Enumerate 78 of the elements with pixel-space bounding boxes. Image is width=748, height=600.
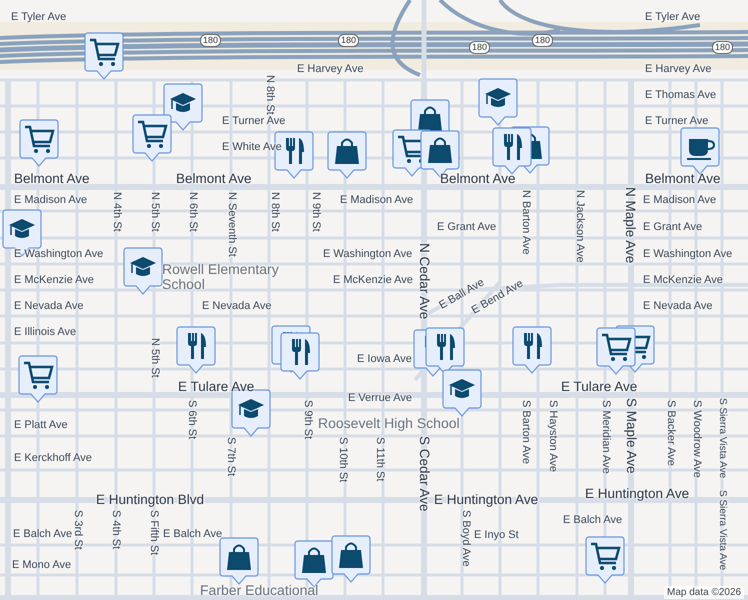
street-label: E Washington Ave bbox=[323, 248, 412, 261]
street-label: Belmont Ave bbox=[645, 171, 721, 186]
street-label: E McKenzie Ave bbox=[643, 274, 723, 287]
street-label: E Huntington Ave bbox=[434, 492, 538, 507]
street-label: S Backer Ave bbox=[664, 400, 677, 466]
street-label: N Jackson Ave bbox=[573, 190, 586, 263]
street-label: N 4th St bbox=[110, 192, 123, 232]
street-label: E Huntington Ave bbox=[585, 486, 690, 501]
place-label: Rowell Elementary School bbox=[162, 262, 280, 292]
street-label: Belmont Ave bbox=[440, 171, 516, 186]
street-label: S Boyd Ave bbox=[459, 510, 472, 567]
street-label: Belmont Ave bbox=[176, 171, 252, 186]
map-attribution: Map data ©2026 bbox=[664, 586, 744, 599]
street-label: E Tyler Ave bbox=[11, 11, 66, 24]
street-label: E Washington Ave bbox=[14, 248, 104, 261]
street-label: E Thomas Ave bbox=[645, 89, 716, 102]
street-label: S Fifth St bbox=[147, 510, 160, 556]
street-label: S 3rd St bbox=[72, 510, 84, 550]
street-label: S Woodrow Ave bbox=[690, 400, 703, 478]
street-label: E McKenzie Ave bbox=[333, 274, 413, 287]
street-label: S Maple Ave bbox=[624, 398, 639, 474]
route-number: 180 bbox=[469, 41, 490, 54]
street-label: S 6th St bbox=[185, 400, 198, 440]
street-label: E Inyo St bbox=[474, 529, 519, 542]
street-label: E Tulare Ave bbox=[561, 379, 638, 394]
street-label: N 9th St bbox=[309, 192, 322, 232]
street-label: E Illinois Ave bbox=[14, 326, 76, 339]
street-label: E Platt Ave bbox=[14, 419, 68, 432]
street-label: S 10th St bbox=[336, 437, 349, 482]
street-label: E Turner Ave bbox=[222, 115, 286, 128]
street-label: E Nevada Ave bbox=[202, 300, 272, 313]
street-label: E Huntington Blvd bbox=[96, 492, 204, 507]
street-label: N 8th St bbox=[263, 75, 276, 115]
street-label: E Balch Ave bbox=[563, 514, 622, 527]
street-label: S Barton Ave bbox=[519, 400, 532, 464]
street-label: E Madison Ave bbox=[340, 194, 414, 207]
street-label: N Maple Ave bbox=[623, 187, 638, 264]
street-label: S Sierra Vista Ave bbox=[716, 490, 729, 570]
street-label: Belmont Ave bbox=[14, 171, 90, 186]
route-number: 180 bbox=[532, 34, 554, 47]
street-label: S Cedar Ave bbox=[417, 436, 432, 512]
street-label: E Grant Ave bbox=[643, 221, 702, 234]
street-label: N Seventh St bbox=[225, 192, 238, 257]
street-label: E Turner Ave bbox=[645, 115, 708, 128]
street-label: E Madison Ave bbox=[643, 194, 716, 207]
street-label: N Barton Ave bbox=[519, 190, 532, 255]
street-label: S 4th St bbox=[109, 510, 122, 550]
street-label: E Harvey Ave bbox=[297, 63, 364, 76]
street-label: E Nevada Ave bbox=[643, 300, 713, 313]
route-number: 180 bbox=[200, 34, 222, 47]
street-label: N 8th St bbox=[268, 192, 281, 232]
street-label: E Grant Ave bbox=[437, 221, 496, 234]
street-label: E Madison Ave bbox=[14, 194, 88, 207]
street-label: E McKenzie Ave bbox=[14, 274, 94, 287]
street-label: E Iowa Ave bbox=[357, 353, 412, 366]
street-label: E Mono Ave bbox=[12, 559, 72, 572]
route-number: 180 bbox=[712, 41, 734, 54]
place-label: Farber Educational bbox=[200, 583, 318, 598]
street-label: N Cedar Ave bbox=[417, 243, 432, 320]
place-label: Roosevelt High School bbox=[318, 416, 460, 431]
street-label: E Tyler Ave bbox=[645, 11, 700, 24]
street-label: S 9th St bbox=[301, 400, 314, 440]
street-label: N 6th St bbox=[186, 192, 199, 232]
street-label: E Kerckhoff Ave bbox=[14, 452, 92, 465]
street-label: S Meridian Ave bbox=[599, 400, 612, 474]
street-label: E Harvey Ave bbox=[645, 63, 712, 76]
street-label: E Washington Ave bbox=[643, 248, 732, 261]
street-label: E Balch Ave bbox=[163, 528, 222, 541]
street-label: S Sierra Vista Ave bbox=[716, 398, 729, 478]
street-label: N 5th St bbox=[148, 192, 161, 232]
street-label: E Balch Ave bbox=[13, 528, 72, 541]
street-label: S 7th St bbox=[224, 437, 237, 476]
street-label: S 11th St bbox=[373, 437, 386, 482]
street-label: S Hayston Ave bbox=[546, 400, 559, 472]
street-label: E Verrue Ave bbox=[348, 392, 412, 405]
street-label: N 5th St bbox=[148, 338, 161, 378]
street-label: E Nevada Ave bbox=[14, 300, 84, 313]
route-number: 180 bbox=[338, 34, 360, 47]
